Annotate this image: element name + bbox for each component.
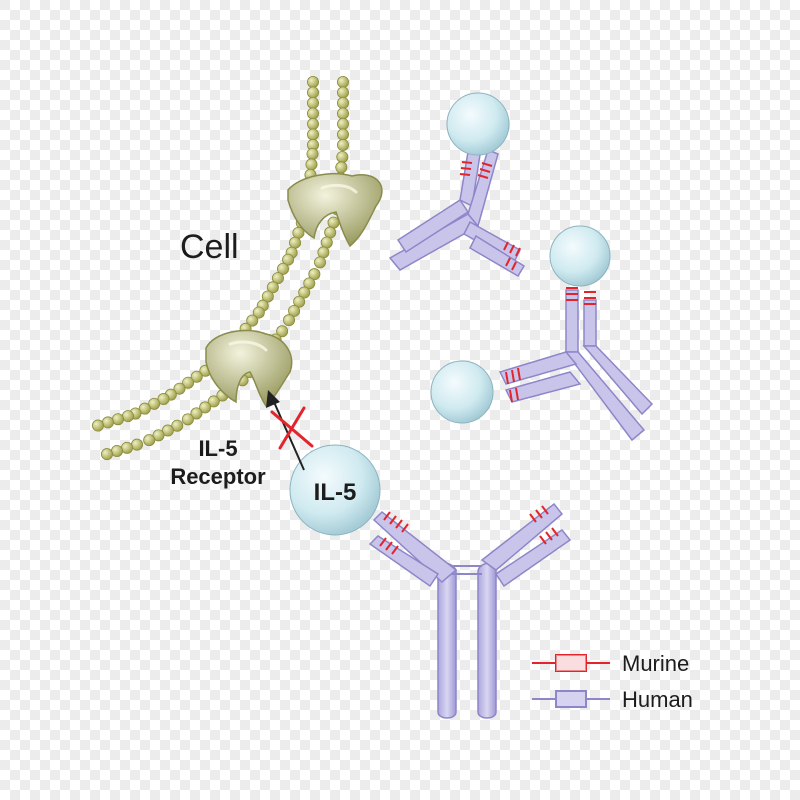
lipid-head bbox=[289, 236, 302, 249]
lipid-head bbox=[199, 401, 212, 414]
lipid-head bbox=[190, 370, 203, 383]
lipid-head bbox=[327, 216, 340, 229]
arrow-icon bbox=[266, 390, 305, 471]
legend-label-murine: Murine bbox=[622, 651, 689, 676]
lipid-head bbox=[336, 128, 349, 141]
lipid-head bbox=[306, 147, 319, 160]
lipid-head bbox=[161, 424, 174, 437]
antibody-right bbox=[498, 289, 654, 442]
il5-sphere-right-lower bbox=[430, 360, 494, 424]
lipid-head bbox=[266, 281, 279, 294]
lipid-head bbox=[314, 256, 327, 269]
il5-receptor-lower bbox=[205, 329, 293, 408]
lipid-head bbox=[101, 416, 114, 429]
lipid-head bbox=[303, 277, 316, 290]
lipid-head bbox=[306, 76, 319, 89]
lipid-head bbox=[305, 158, 318, 171]
il5-sphere-top bbox=[446, 92, 510, 156]
lipid-head bbox=[276, 262, 289, 275]
lipid-head bbox=[293, 295, 306, 308]
lipid-head bbox=[110, 444, 123, 457]
lipid-head bbox=[336, 86, 349, 99]
legend-label-human: Human bbox=[622, 687, 693, 712]
lipid-head bbox=[152, 429, 165, 442]
lipid-head bbox=[298, 286, 311, 299]
lipid-head bbox=[246, 314, 259, 327]
lipid-head bbox=[261, 290, 274, 303]
lipid-head bbox=[324, 226, 337, 239]
antibody-top-murine bbox=[459, 161, 521, 271]
lipid-head bbox=[276, 325, 289, 338]
lipid-head bbox=[306, 86, 319, 99]
lipid-head bbox=[306, 97, 319, 110]
lipid-head bbox=[336, 97, 349, 110]
il5-sphere-right bbox=[549, 225, 611, 287]
lipid-head bbox=[121, 410, 134, 423]
lipid-head bbox=[138, 402, 151, 415]
lipid-head bbox=[252, 306, 265, 319]
ligand-label: IL-5 bbox=[314, 479, 357, 506]
lipid-head bbox=[111, 413, 124, 426]
legend: Murine Human bbox=[532, 651, 693, 712]
lipid-head bbox=[308, 268, 321, 281]
lipid-head bbox=[148, 397, 161, 410]
il5-receptor-upper bbox=[287, 172, 383, 248]
lipid-head bbox=[336, 118, 349, 131]
lipid-head bbox=[121, 441, 134, 454]
lipid-head bbox=[320, 236, 333, 249]
lipid-head bbox=[306, 118, 319, 131]
lipid-head bbox=[336, 107, 349, 120]
lipid-head bbox=[317, 246, 330, 259]
lipid-head bbox=[271, 272, 284, 285]
antibody-right-murine bbox=[505, 287, 596, 403]
lipid-head bbox=[173, 382, 186, 395]
cross-mark-icon bbox=[270, 406, 314, 450]
lipid-head bbox=[306, 128, 319, 141]
cell-membrane bbox=[91, 76, 349, 461]
lipid-head bbox=[288, 304, 301, 317]
lipid-head bbox=[131, 438, 144, 451]
legend-item-human: Human bbox=[532, 687, 693, 712]
lipid-head bbox=[157, 393, 170, 406]
lipid-head bbox=[283, 314, 296, 327]
lipid-head bbox=[336, 138, 349, 151]
cell-label: Cell bbox=[180, 228, 239, 266]
lipid-head bbox=[282, 253, 295, 266]
lipid-head bbox=[181, 413, 194, 426]
lipid-head bbox=[171, 419, 184, 432]
antibody-large-murine bbox=[379, 505, 559, 555]
lipid-head bbox=[190, 407, 203, 420]
lipid-head bbox=[100, 448, 113, 461]
antibody-top bbox=[388, 139, 526, 278]
lipid-head bbox=[182, 376, 195, 389]
receptor-label-line1: IL-5 bbox=[198, 436, 237, 461]
legend-item-murine: Murine bbox=[532, 651, 689, 676]
lipid-head bbox=[306, 107, 319, 120]
lipid-head bbox=[336, 76, 349, 89]
lipid-head bbox=[91, 419, 104, 432]
lipid-head bbox=[143, 434, 156, 447]
lipid-head bbox=[336, 150, 349, 163]
lipid-head bbox=[335, 161, 348, 174]
lipid-head bbox=[207, 395, 220, 408]
antibody-large bbox=[368, 502, 572, 719]
receptor-label-line2: Receptor bbox=[170, 464, 266, 489]
il5-sphere-ligand bbox=[289, 444, 381, 536]
